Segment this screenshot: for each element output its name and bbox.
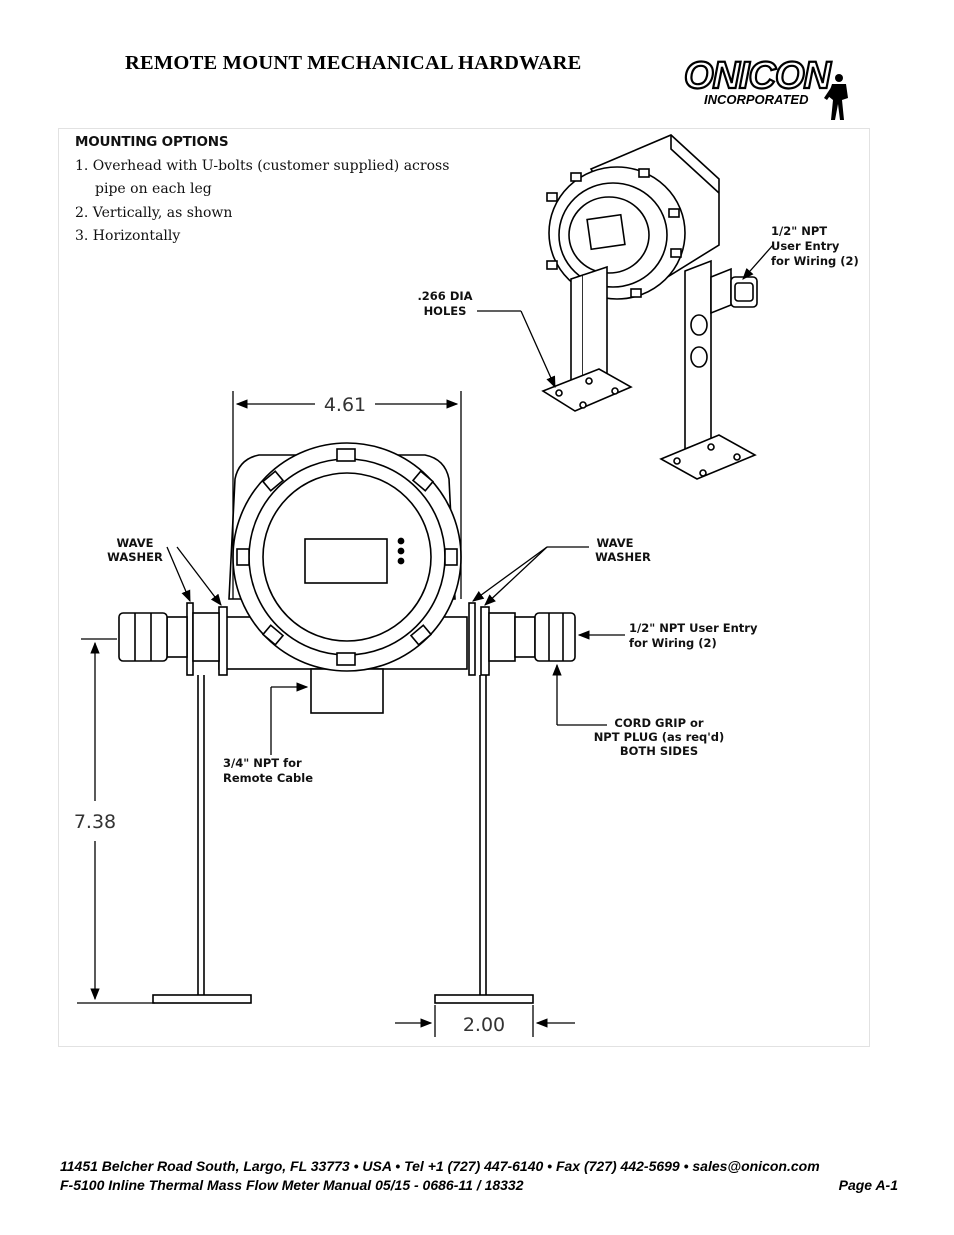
callout-cord-grip-1: CORD GRIP or (614, 716, 704, 730)
callout-cord-grip-3: BOTH SIDES (620, 744, 698, 758)
callout-remote-cable-2: Remote Cable (223, 771, 313, 785)
callout-holes-1: .266 DIA (417, 289, 472, 303)
cover-lugs (236, 448, 458, 666)
dimension-lines (77, 244, 774, 1037)
callout-remote-cable-1: 3/4" NPT for (223, 756, 302, 770)
mounting-option-item: 2. Vertically, as shown (75, 204, 233, 221)
callout-holes-2: HOLES (424, 304, 467, 318)
logo-subtext: INCORPORATED (704, 92, 809, 107)
footer-address: 11451 Belcher Road South, Largo, FL 3377… (60, 1158, 820, 1174)
page-number: Page A-1 (838, 1177, 898, 1193)
logo-wordmark: ONICON (684, 55, 833, 97)
callout-wave-washer-left-1: WAVE (116, 536, 153, 550)
callout-wave-washer-left-2: WASHER (107, 550, 163, 564)
dimension-foot: 2.00 (463, 1014, 505, 1036)
dimension-width: 4.61 (324, 394, 366, 416)
callout-cord-grip-2: NPT PLUG (as req'd) (594, 730, 725, 744)
footer-manual: F-5100 Inline Thermal Mass Flow Meter Ma… (60, 1177, 524, 1193)
onicon-logo: ONICON INCORPORATED (683, 54, 848, 120)
callout-npt-right-2: for Wiring (2) (629, 636, 717, 650)
callout-npt-right-1: 1/2" NPT User Entry (629, 621, 758, 635)
mounting-options-heading: MOUNTING OPTIONS (75, 134, 229, 150)
isometric-view (541, 134, 758, 480)
mounting-option-item: 3. Horizontally (75, 228, 181, 244)
logo-figure-icon (824, 74, 848, 120)
callout-npt-top-2: User Entry (771, 239, 840, 253)
dimension-height: 7.38 (74, 811, 116, 833)
mounting-options: MOUNTING OPTIONS 1. Overhead with U-bolt… (75, 131, 465, 249)
mounting-diagram: 4.61 7.38 2.00 1/2" NPT User Entry for W… (58, 128, 870, 1047)
front-view (118, 442, 576, 1004)
callout-npt-top-3: for Wiring (2) (771, 254, 859, 268)
mounting-option-item: 1. Overhead with U-bolts (customer suppl… (75, 157, 450, 198)
callout-npt-top-1: 1/2" NPT (771, 224, 827, 238)
page-title: REMOTE MOUNT MECHANICAL HARDWARE (125, 52, 582, 74)
diagram-drawing: 4.61 7.38 2.00 1/2" NPT User Entry for W… (74, 134, 859, 1037)
footer-manual-line: F-5100 Inline Thermal Mass Flow Meter Ma… (60, 1177, 898, 1193)
callout-wave-washer-right-2: WASHER (595, 550, 651, 564)
callout-wave-washer-right-1: WAVE (596, 536, 633, 550)
